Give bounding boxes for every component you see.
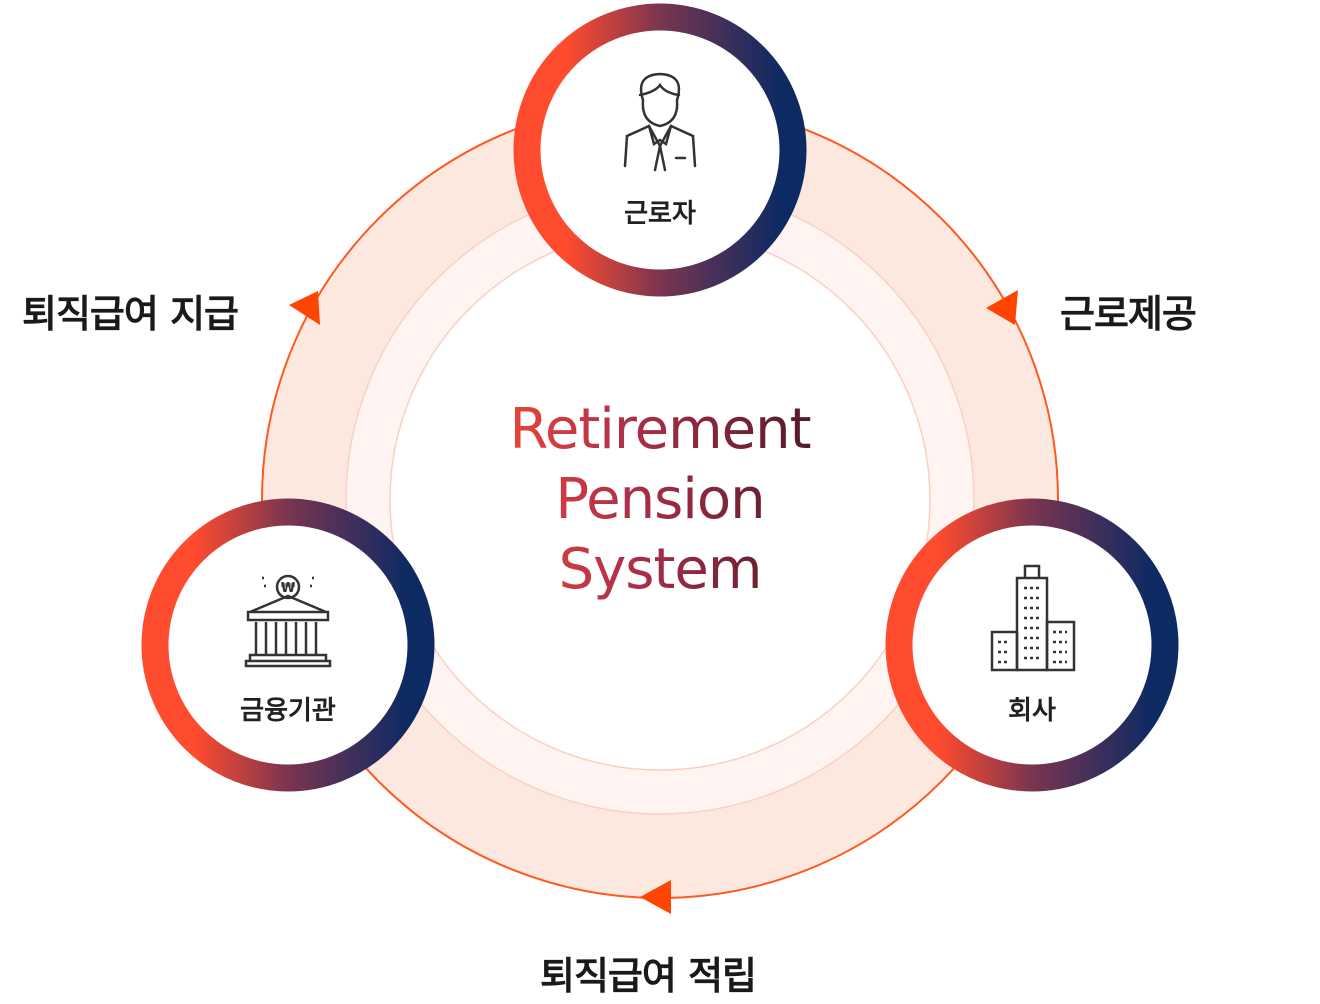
node-worker [513, 3, 807, 297]
node-company [885, 498, 1179, 792]
flow-label-payment: 퇴직급여 지급 [22, 292, 239, 336]
arrow-bottom [640, 880, 671, 914]
company-label: 회사 [1008, 696, 1056, 726]
bank-icon: ₩ [244, 574, 332, 668]
title-line-1: Retirement [509, 397, 811, 462]
title-line-3: System [558, 537, 762, 602]
flow-label-labor: 근로제공 [1060, 292, 1197, 336]
svg-text:₩: ₩ [281, 581, 296, 596]
worker-label: 근로자 [624, 199, 696, 229]
node-bank: ₩ [141, 498, 435, 792]
bank-label: 금융기관 [240, 696, 336, 726]
flow-label-accumulation: 퇴직급여 적립 [540, 954, 757, 998]
arrow-left [289, 291, 320, 325]
title-line-2: Pension [555, 467, 765, 532]
building-icon [990, 564, 1076, 672]
diagram-title: Retirement Pension System [460, 395, 860, 605]
arrow-right [986, 290, 1018, 325]
worker-icon [623, 72, 697, 172]
